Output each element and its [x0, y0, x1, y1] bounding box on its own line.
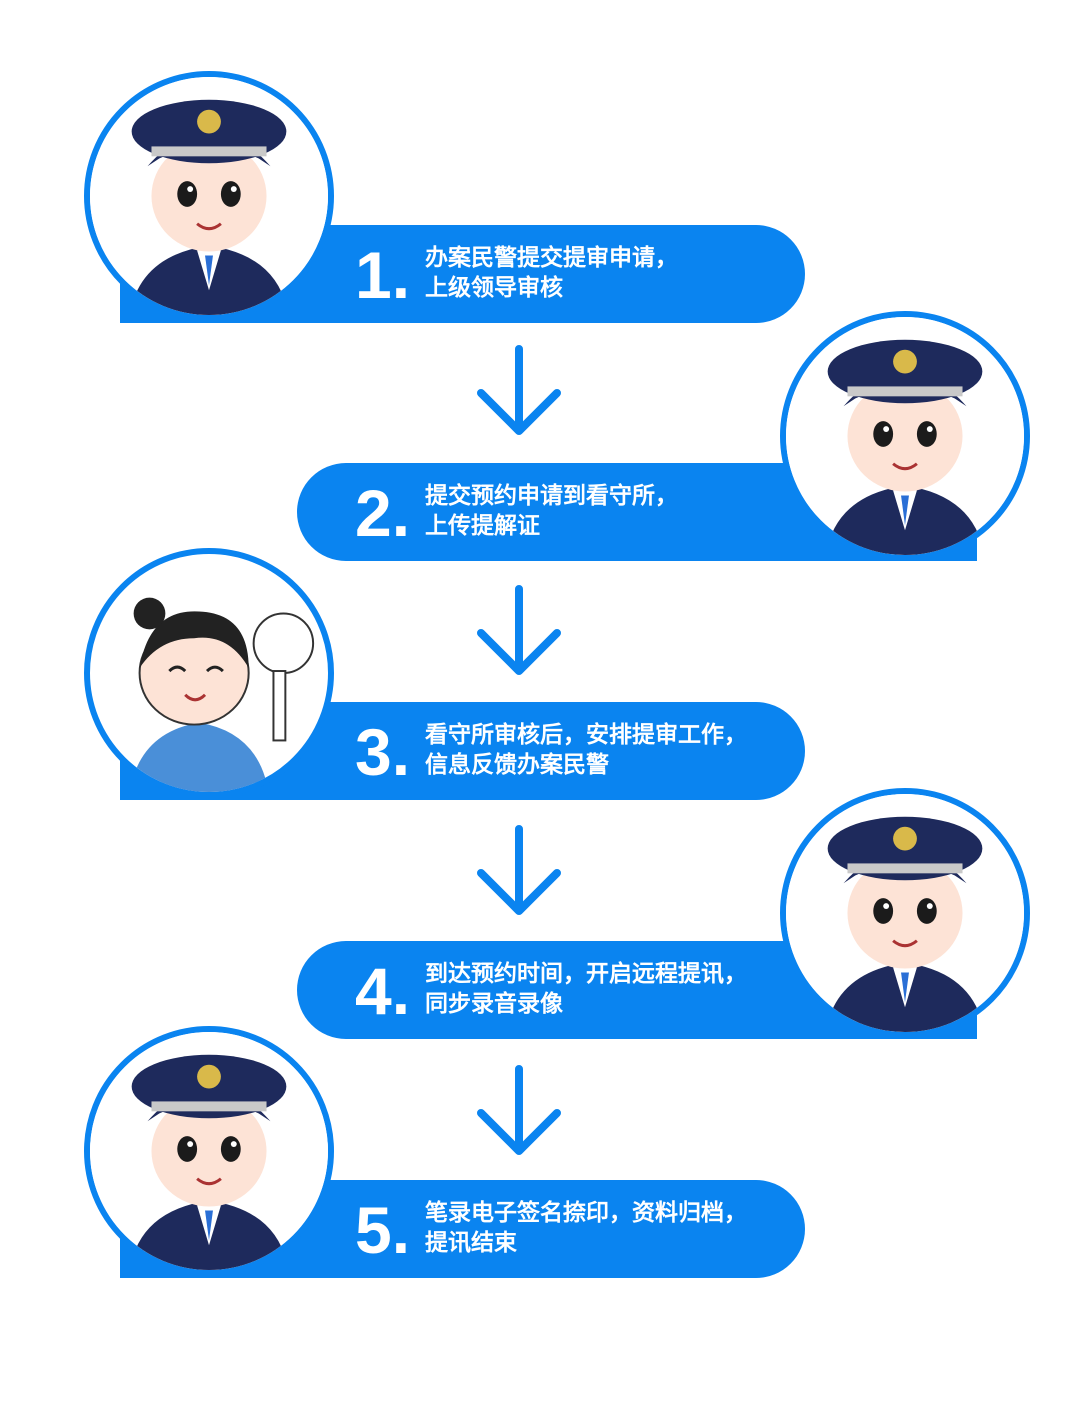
- step-line-1: 办案民警提交提审申请，: [425, 245, 678, 271]
- step-line-2: 同步录音录像: [425, 991, 563, 1017]
- step-line-1: 看守所审核后，安排提审工作，: [425, 722, 747, 748]
- step-line-2: 上级领导审核: [425, 275, 563, 301]
- step-line-1: 提交预约申请到看守所，: [425, 483, 678, 509]
- step-line-2: 上传提解证: [425, 513, 540, 539]
- pointing-police-officer-icon: [780, 788, 1030, 1038]
- step-number: 5.: [355, 1193, 411, 1267]
- pointing-police-officer-icon: [780, 311, 1030, 561]
- step-description: 笔录电子签名捺印，资料归档， 提讯结束: [425, 1198, 747, 1258]
- step-description: 办案民警提交提审申请， 上级领导审核: [425, 243, 678, 303]
- step-line-1: 笔录电子签名捺印，资料归档，: [425, 1200, 747, 1226]
- down-arrow-icon: [473, 585, 565, 677]
- step-description: 到达预约时间，开启远程提讯， 同步录音录像: [425, 959, 747, 1019]
- step-number: 4.: [355, 954, 411, 1028]
- step-description: 提交预约申请到看守所， 上传提解证: [425, 481, 678, 541]
- step-line-2: 提讯结束: [425, 1230, 517, 1256]
- step-description: 看守所审核后，安排提审工作， 信息反馈办案民警: [425, 720, 747, 780]
- saluting-police-officer-icon: [84, 71, 334, 321]
- step-number: 1.: [355, 238, 411, 312]
- step-number: 3.: [355, 715, 411, 789]
- step-number: 2.: [355, 476, 411, 550]
- step-line-2: 信息反馈办案民警: [425, 752, 609, 778]
- saluting-police-officer-icon: [84, 1026, 334, 1276]
- down-arrow-icon: [473, 345, 565, 437]
- ok-gesture-police-officer-icon: [84, 548, 334, 798]
- down-arrow-icon: [473, 1065, 565, 1157]
- step-line-1: 到达预约时间，开启远程提讯，: [425, 961, 747, 987]
- down-arrow-icon: [473, 825, 565, 917]
